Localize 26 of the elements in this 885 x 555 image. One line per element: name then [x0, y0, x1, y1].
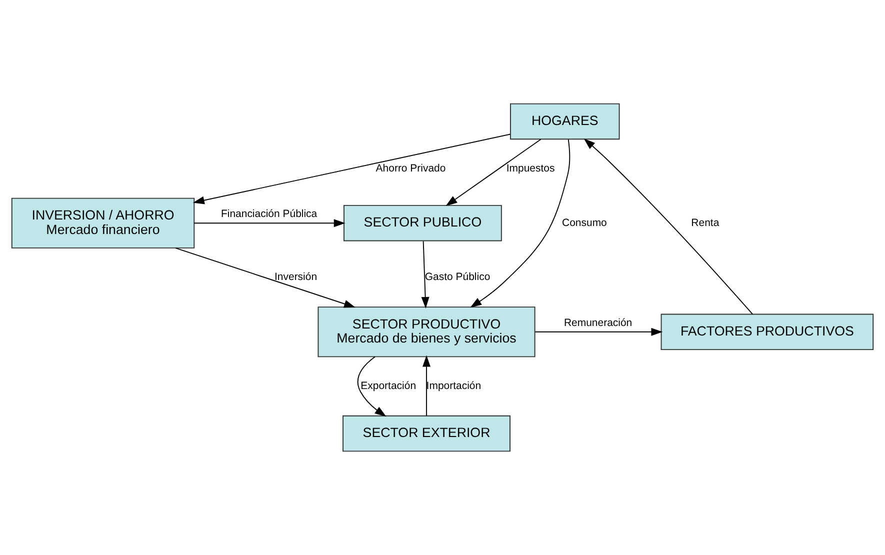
node-box: HOGARES: [510, 103, 620, 140]
arrow: [446, 138, 542, 206]
arrow: [422, 355, 431, 416]
node-box: SECTOR PUBLICO: [344, 204, 502, 242]
node-box: FACTORES PRODUCTIVOS: [660, 314, 874, 350]
edge-label: Impuestos: [506, 163, 555, 174]
node-box: SECTOR EXTERIOR: [342, 415, 510, 452]
node-box: INVERSION / AHORRO Mercado financiero: [11, 198, 195, 248]
edge-label: Inversión: [274, 272, 318, 284]
arrow: [470, 139, 570, 308]
edge-label: Gasto Público: [424, 272, 490, 284]
node-box: SECTOR PRODUCTIVO Mercado de bienes y servicios: [318, 306, 536, 358]
edge-label: Ahorro Privado: [376, 163, 446, 174]
edge-label: Remuneración: [564, 318, 632, 329]
arrow: [194, 219, 346, 228]
arrow: [534, 328, 663, 336]
arrow: [357, 356, 386, 417]
edge-label: Consumo: [562, 218, 607, 229]
edge-label: Financiación Pública: [220, 209, 318, 220]
arrow: [584, 138, 754, 315]
arrow: [192, 134, 511, 204]
arrow: [421, 240, 430, 308]
arrow: [175, 248, 356, 308]
edge-label: Importación: [426, 380, 482, 392]
edge-label: Renta: [691, 218, 720, 229]
edge-label: Exportación: [360, 380, 416, 392]
